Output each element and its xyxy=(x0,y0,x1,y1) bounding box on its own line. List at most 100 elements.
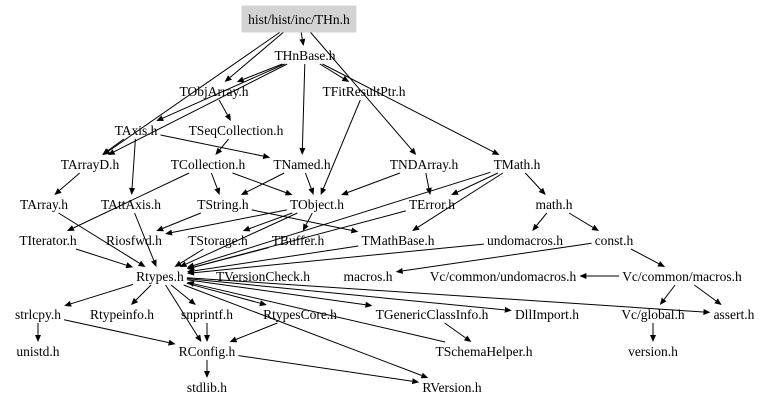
node-label: unistd.h xyxy=(16,344,59,359)
node-label: TNamed.h xyxy=(273,157,331,172)
arrowhead xyxy=(341,75,350,82)
node-label: TSeqCollection.h xyxy=(189,123,284,138)
edge-tmath-to-tmathbase xyxy=(412,172,504,231)
node-macros-h[interactable]: macros.h xyxy=(343,269,392,284)
node-tmath-h[interactable]: TMath.h xyxy=(494,157,541,172)
edge-line xyxy=(186,282,261,304)
edge-line xyxy=(131,138,136,189)
node-math-h[interactable]: math.h xyxy=(535,197,572,212)
node-rtypescore-h[interactable]: RtypesCore.h xyxy=(263,307,337,322)
edge-line xyxy=(186,278,505,311)
node-tcollection-h[interactable]: TCollection.h xyxy=(171,157,246,172)
node-tstorage-h[interactable]: TStorage.h xyxy=(188,233,248,248)
node-dllimport-h[interactable]: DllImport.h xyxy=(515,307,579,322)
edge-line xyxy=(193,245,359,272)
edge-mathh-to-consth xyxy=(568,212,599,231)
arrowhead xyxy=(591,224,599,231)
edge-rtypes-to-rtypescore xyxy=(186,282,267,307)
node-tndarray-h[interactable]: TNDArray.h xyxy=(390,157,459,172)
edge-line xyxy=(444,322,466,339)
arrowhead xyxy=(174,260,182,267)
arrowhead xyxy=(125,262,134,269)
node-label: TBuffer.h xyxy=(272,233,325,248)
edge-rtypes-to-rversion xyxy=(183,284,429,379)
node-stdlib-h[interactable]: stdlib.h xyxy=(187,380,227,395)
node-label: TGenericClassInfo.h xyxy=(376,307,489,322)
arrowhead xyxy=(151,259,157,267)
node-rversion-h[interactable]: RVersion.h xyxy=(422,380,482,395)
node-tschemahelper-h[interactable]: TSchemaHelper.h xyxy=(435,344,532,359)
node-label: Riosfwd.h xyxy=(106,233,162,248)
arrowhead xyxy=(365,301,373,308)
node-version-h[interactable]: version.h xyxy=(628,344,678,359)
node-strlcpy-h[interactable]: strlcpy.h xyxy=(15,307,61,322)
edge-line xyxy=(305,212,313,226)
edge-thnbase-to-tmath xyxy=(322,63,500,155)
node-rconfig-h[interactable]: RConfig.h xyxy=(179,344,236,359)
edge-line xyxy=(319,63,344,79)
edge-line xyxy=(402,242,592,272)
edge-snprintf-to-rconfig xyxy=(204,323,210,342)
node-tarray-h[interactable]: TArray.h xyxy=(20,197,68,212)
node-tfitresultptr-h[interactable]: TFitResultPtr.h xyxy=(323,84,406,99)
node-riosfwd-h[interactable]: Riosfwd.h xyxy=(106,233,162,248)
node-snprintf-h[interactable]: snprintf.h xyxy=(181,307,233,322)
node-label: strlcpy.h xyxy=(15,307,61,322)
edge-tobject-to-riosfwd xyxy=(165,209,287,236)
node-vc-global-h[interactable]: Vc/global.h xyxy=(621,307,685,322)
node-tattaxis-h[interactable]: TAttAxis.h xyxy=(101,197,161,212)
arrowhead xyxy=(395,268,403,274)
edge-line xyxy=(301,63,306,149)
node-vc-common-undomacros-h[interactable]: Vc/common/undomacros.h xyxy=(430,269,577,284)
node-tversioncheck-h[interactable]: TVersionCheck.h xyxy=(216,269,310,284)
node-vc-common-macros-h[interactable]: Vc/common/macros.h xyxy=(622,269,742,284)
arrowhead xyxy=(650,335,656,342)
node-tobject-h[interactable]: TObject.h xyxy=(290,197,344,212)
node-tmathbase-h[interactable]: TMathBase.h xyxy=(361,233,434,248)
edge-tcollection-to-titerator xyxy=(66,172,190,231)
node-rtypeinfo-h[interactable]: Rtypeinfo.h xyxy=(90,307,154,322)
arrowhead xyxy=(409,147,417,155)
node-unistd-h[interactable]: unistd.h xyxy=(16,344,59,359)
node-tarrayd-h[interactable]: TArrayD.h xyxy=(61,157,120,172)
node-thnbase-h[interactable]: THnBase.h xyxy=(274,48,335,63)
node-tobjarray-h[interactable]: TObjArray.h xyxy=(180,84,249,99)
node-tnamed-h[interactable]: TNamed.h xyxy=(273,157,331,172)
edge-titerator-to-rtypes xyxy=(75,248,134,269)
arrowhead xyxy=(215,147,223,155)
node-titerator-h[interactable]: TIterator.h xyxy=(19,233,77,248)
node-tbuffer-h[interactable]: TBuffer.h xyxy=(272,233,325,248)
arrowhead xyxy=(102,148,110,155)
root-node[interactable]: hist/hist/inc/THn.h xyxy=(241,5,357,33)
arrowhead xyxy=(204,371,210,378)
arrowhead xyxy=(156,225,164,232)
edge-line xyxy=(218,99,228,116)
node-taxis-h[interactable]: TAxis.h xyxy=(115,123,158,138)
node-label: stdlib.h xyxy=(187,380,227,395)
node-label: TString.h xyxy=(197,197,249,212)
arrowhead xyxy=(350,227,359,234)
edge-line xyxy=(210,172,218,189)
node-label: TObject.h xyxy=(290,197,344,212)
arrowhead xyxy=(411,378,420,385)
edge-line xyxy=(306,27,413,151)
edge-strlcpy-to-unistd xyxy=(35,323,41,342)
edge-tmath-to-terror xyxy=(451,172,499,195)
edge-undomacros-to-rtypes xyxy=(186,243,484,276)
node-tstring-h[interactable]: TString.h xyxy=(197,197,249,212)
edge-tcollection-to-tobject xyxy=(232,172,293,196)
arrowhead xyxy=(284,189,293,196)
node-terror-h[interactable]: TError.h xyxy=(409,197,455,212)
node-tgenericclassinfo-h[interactable]: TGenericClassInfo.h xyxy=(376,307,489,322)
node-tseqcollection-h[interactable]: TSeqCollection.h xyxy=(189,123,284,138)
node-const-h[interactable]: const.h xyxy=(595,233,634,248)
edge-tnamed-to-tstring xyxy=(240,172,285,195)
arrowhead xyxy=(341,189,349,196)
node-undomacros-h[interactable]: undomacros.h xyxy=(487,233,563,248)
node-assert-h[interactable]: assert.h xyxy=(714,307,755,322)
node-label: DllImport.h xyxy=(515,307,579,322)
edge-line xyxy=(193,283,446,343)
edge-rtypes-to-snprintf xyxy=(170,284,196,305)
edge-vcmacros-to-asserth xyxy=(694,284,722,305)
node-rtypes-h[interactable]: Rtypes.h xyxy=(136,269,184,284)
